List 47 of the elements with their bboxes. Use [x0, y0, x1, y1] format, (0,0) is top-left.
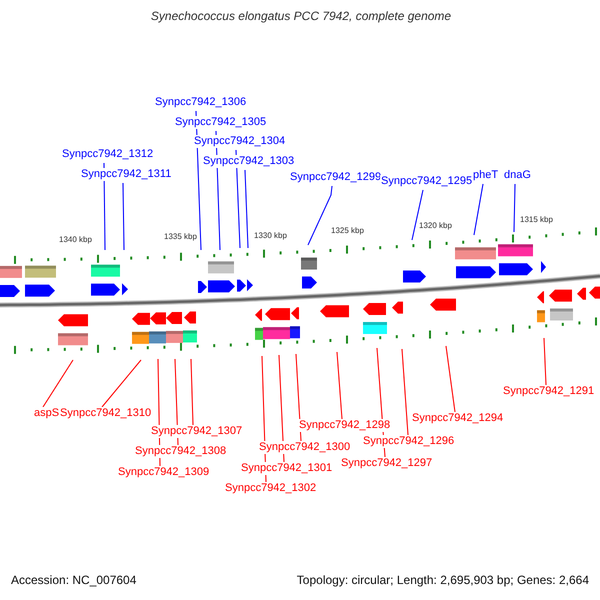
gene-label: Synpcc7942_1304 [193, 135, 286, 148]
leader-line [474, 184, 484, 236]
genome-summary-text: Topology: circular; Length: 2,695,903 bp; Genes: 2,664 [296, 574, 590, 587]
leader-line [244, 170, 248, 248]
gene-label: Synpcc7942_1296 [362, 435, 456, 448]
scale-label: 1335 kbp [163, 232, 198, 242]
gene-label: Synpcc7942_1309 [117, 466, 210, 479]
leader-line [412, 190, 424, 240]
gene-label: pheT [472, 169, 500, 182]
scale-label: 1340 kbp [58, 235, 93, 245]
gene-label: Synpcc7942_1299 [289, 171, 382, 184]
leader-line [102, 360, 142, 408]
accession-text: Accession: NC_007604 [10, 574, 138, 587]
leader-line [308, 186, 332, 246]
leader-line [122, 182, 124, 250]
gene-label: Synpcc7942_1298 [298, 419, 392, 432]
leader-line [446, 346, 456, 412]
gene-label: Synpcc7942_1300 [258, 441, 352, 454]
gene-label: Synpcc7942_1311 [80, 168, 172, 181]
gene-label: Synpcc7942_1312 [61, 148, 154, 161]
scale-label: 1325 kbp [330, 226, 365, 236]
scale-label: 1330 kbp [253, 231, 288, 241]
map-title: Synechococcus elongatus PCC 7942, complete genome [150, 10, 452, 23]
leader-line [544, 338, 546, 386]
gene-label: Synpcc7942_1308 [134, 445, 228, 458]
leader-line [514, 184, 516, 232]
gene-label: Synpcc7942_1291 [502, 385, 596, 398]
leader-line [42, 360, 74, 408]
scale-label: 1315 kbp [519, 215, 554, 225]
gene-label: Synpcc7942_1302 [224, 482, 318, 495]
leader-line [190, 358, 194, 426]
gene-label: Synpcc7942_1310 [59, 407, 152, 420]
gene-label: Synpcc7942_1294 [411, 412, 504, 425]
leader-line [402, 348, 408, 436]
gene-label: Synpcc7942_1295 [380, 175, 474, 188]
leader-line [236, 150, 240, 248]
leader-line [336, 352, 342, 420]
gene-label: Synpcc7942_1305 [174, 116, 268, 129]
gene-label: aspS [33, 407, 60, 420]
gene-label: Synpcc7942_1303 [202, 155, 296, 168]
gene-label: Synpcc7942_1306 [154, 96, 248, 109]
gene-label: Synpcc7942_1297 [340, 457, 434, 470]
scale-label: 1320 kbp [418, 221, 453, 231]
leader-line [296, 354, 302, 442]
gene-label: Synpcc7942_1307 [150, 425, 244, 438]
gene-label: Synpcc7942_1301 [240, 462, 334, 475]
leader-line [278, 354, 284, 462]
